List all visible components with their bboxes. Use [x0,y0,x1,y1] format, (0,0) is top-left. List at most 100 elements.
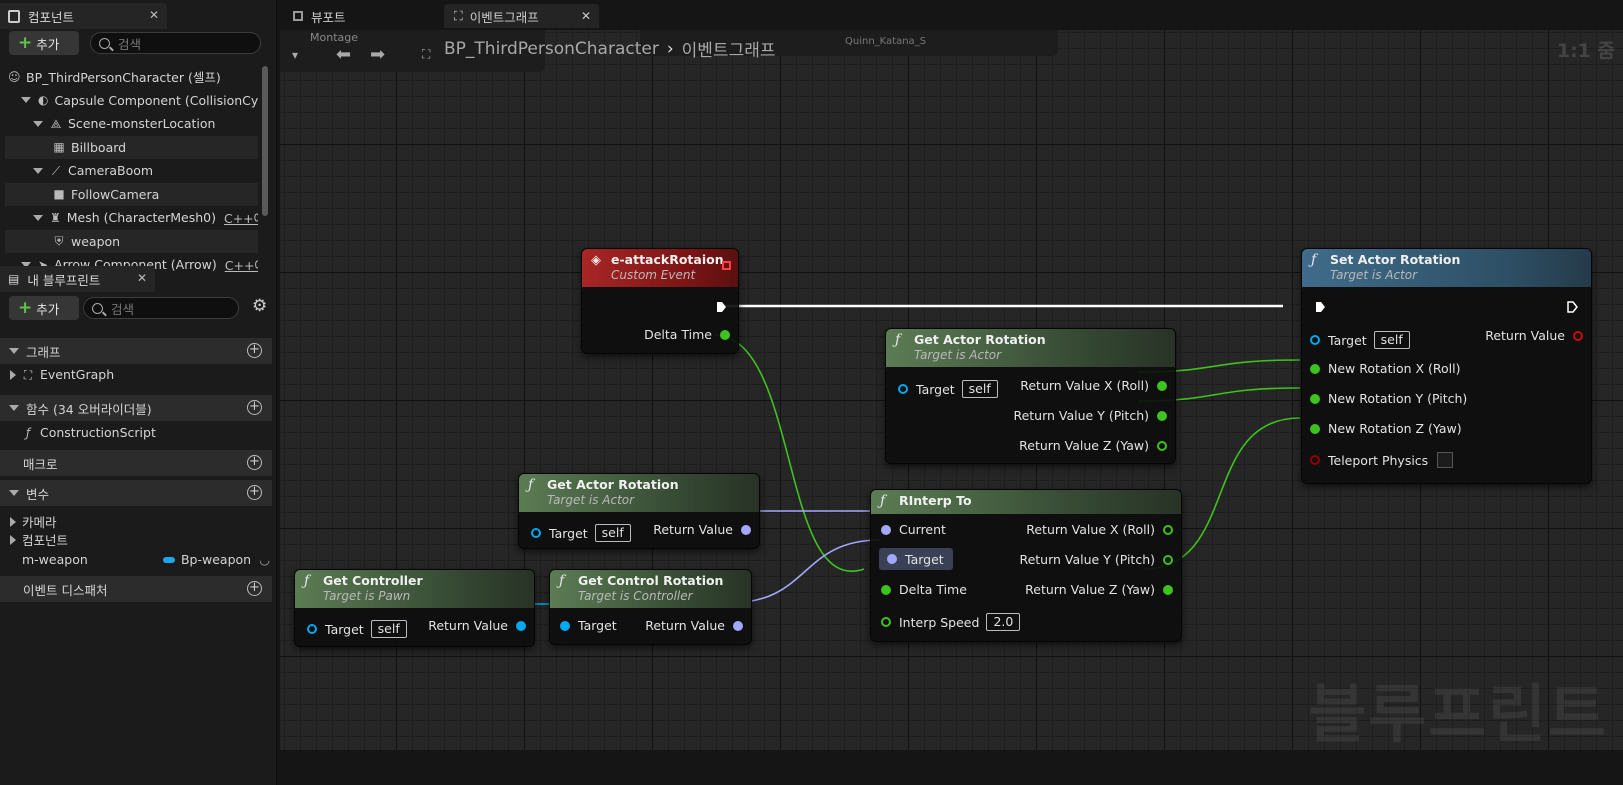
bool-pin-dot [1310,455,1320,465]
search-placeholder: 검색 [111,301,135,317]
exec-out-pin[interactable] [1567,301,1578,313]
target-pin[interactable]: Target [879,548,953,570]
tree-item[interactable]: ⛨weapon [5,229,258,253]
category-components[interactable]: 컴포넌트 [10,530,68,549]
node-subtitle: Target is Pawn [323,589,411,603]
get-actor-rotation-node-2[interactable]: ƒ Get Actor Rotation Target is Actor Tar… [518,473,760,549]
tree-item[interactable]: ⟋CameraBoom [5,159,258,182]
expand-arrow-icon[interactable] [21,97,31,103]
add-component-button[interactable]: +추가 [9,31,79,55]
add-macro-icon[interactable]: + [247,455,262,470]
tree-item[interactable]: ⟁Scene-monsterLocation [5,112,258,135]
delta-time-pin[interactable]: Delta Time [873,582,967,597]
return-value-pin[interactable]: Return Value [428,618,534,633]
member-search-input[interactable]: 검색 [83,297,239,319]
get-control-rotation-node[interactable]: ƒ Get Control Rotation Target is Control… [549,569,752,645]
add-variable-icon[interactable]: + [247,485,262,500]
expand-arrow-icon[interactable] [21,261,31,268]
close-icon[interactable]: ✕ [148,8,159,22]
tab-viewport[interactable]: 뷰포트 [283,4,433,28]
get-actor-rotation-node-1[interactable]: ƒ Get Actor Rotation Target is Actor Tar… [885,328,1176,464]
add-dispatcher-icon[interactable]: + [247,581,262,596]
self-box[interactable]: self [594,524,631,542]
return-value-pin[interactable]: Return Value [653,522,759,537]
self-box[interactable]: self [961,380,998,398]
preview-mesh-label[interactable]: Quinn_Katana_S [845,36,927,47]
return-x-pin[interactable]: Return Value X (Roll) [1020,378,1175,393]
tree-item-source[interactable]: C++에 [224,258,258,273]
expand-arrow-icon[interactable] [33,120,43,127]
return-y-pin[interactable]: Return Value Y (Pitch) [1013,408,1175,423]
delta-time-out-pin[interactable]: Delta Time [644,327,738,342]
variables-section[interactable]: 변수+ [0,480,272,506]
exec-out-pin[interactable] [716,301,727,313]
forward-arrow-icon[interactable]: ➡ [370,44,386,65]
return-value-pin[interactable]: Return Value [645,618,751,633]
new-rotation-y-pin[interactable]: New Rotation Y (Pitch) [1302,391,1467,406]
zoom-level: 1:1 줌 [1556,40,1615,62]
return-x-pin[interactable]: Return Value X (Roll) [1026,522,1181,537]
close-icon[interactable]: ✕ [580,9,591,23]
breadcrumb-bp[interactable]: BP_ThirdPersonCharacter [444,38,659,59]
bookmark-icon[interactable]: ▾ [292,48,299,62]
components-tab[interactable]: 컴포넌트 ✕ [0,3,167,29]
close-icon[interactable]: ✕ [136,271,147,285]
tree-item[interactable]: ♜Mesh (CharacterMesh0)C++에서 [5,206,258,229]
graph-section[interactable]: 그래프+ [0,338,272,364]
add-label: 추가 [36,301,60,317]
new-rotation-x-pin[interactable]: New Rotation X (Roll) [1302,361,1461,376]
pin-label: Return Value X (Roll) [1020,378,1149,393]
item-label: ConstructionScript [40,425,156,440]
camera-icon: ■ [53,187,65,201]
self-box[interactable]: self [370,620,407,638]
back-arrow-icon[interactable]: ⬅ [336,44,352,65]
tree-scrollbar[interactable] [262,66,268,216]
rinterp-to-node[interactable]: ƒ RInterp To Current Target Delta Time I… [870,489,1182,642]
breadcrumb-graph[interactable]: 이벤트그래프 [681,41,776,61]
current-pin[interactable]: Current [873,522,946,537]
add-member-button[interactable]: +추가 [9,296,79,320]
tree-item[interactable]: ▦Billboard [5,135,258,159]
tree-item-source[interactable]: C++에서 [223,211,258,226]
variable-m-weapon[interactable]: m-weapon Bp-weapon ◡ [22,552,270,567]
component-search-input[interactable]: 검색 [90,32,261,54]
add-graph-icon[interactable]: + [247,343,262,358]
set-actor-rotation-node[interactable]: ƒ Set Actor Rotation Target is Actor Tar… [1301,248,1592,484]
custom-event-node[interactable]: ◈ e-attackRotaion Custom Event Delta Tim… [581,248,739,354]
macros-section[interactable]: 매크로+ [0,450,272,476]
teleport-physics-pin[interactable]: Teleport Physics [1302,452,1454,468]
exec-in-pin[interactable] [1315,301,1326,313]
new-rotation-z-pin[interactable]: New Rotation Z (Yaw) [1302,421,1462,436]
graph-tree-icon[interactable]: ⛶ [422,47,431,61]
tab-event-graph[interactable]: ⛶이벤트그래프✕ [444,4,599,28]
category-camera[interactable]: 카메라 [10,512,57,531]
self-box[interactable]: self [1373,331,1410,349]
functions-section[interactable]: 함수 (34 오버라이더블)+ [0,395,272,421]
return-value-pin[interactable]: Return Value [1485,328,1591,343]
tree-item[interactable]: ◐Capsule Component (CollisionCylin [5,89,258,112]
tree-item[interactable]: ☺BP_ThirdPersonCharacter (셀프) [5,65,258,88]
expand-arrow-icon[interactable] [33,214,43,221]
interp-speed-input[interactable]: 2.0 [986,613,1021,631]
teleport-checkbox[interactable] [1437,452,1454,468]
myblueprint-tab[interactable]: ▤ 내 블루프린트 ✕ [0,266,155,292]
return-z-pin[interactable]: Return Value Z (Yaw) [1025,582,1181,597]
target-pin[interactable]: Target [552,618,617,633]
function-icon: ƒ [528,477,534,493]
tree-item-label: FollowCamera [71,186,160,202]
event-dispatchers-section[interactable]: 이벤트 디스패처+ [0,576,272,602]
return-y-pin[interactable]: Return Value Y (Pitch) [1019,552,1181,567]
event-graph-item[interactable]: ⛶EventGraph [10,367,114,382]
tree-item[interactable]: ■ FollowCamera [5,182,258,206]
add-function-icon[interactable]: + [247,400,262,415]
return-z-pin[interactable]: Return Value Z (Yaw) [1019,438,1175,453]
expand-arrow-icon[interactable] [33,167,43,174]
visibility-eye-icon[interactable]: ◡ [259,552,270,567]
